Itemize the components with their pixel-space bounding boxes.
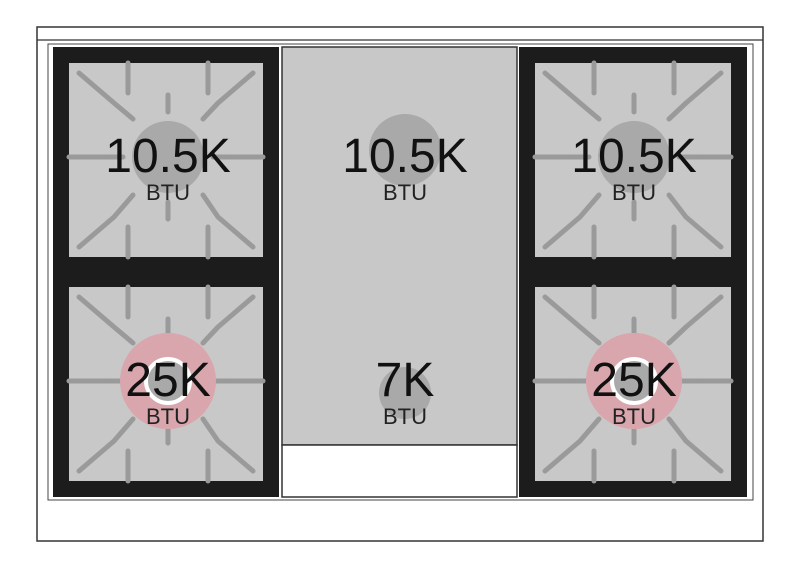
- burner-back-left-cap: [132, 121, 204, 193]
- burner-front-right-cap: [610, 357, 658, 405]
- grate-front-right-arm-bl: [542, 416, 602, 474]
- center-front-panel: [281, 444, 518, 498]
- grate-front-right-arm-br: [666, 416, 724, 474]
- burner-back-right-unit: BTU: [612, 180, 656, 205]
- burner-back-center-mark: [369, 114, 441, 186]
- burner-front-left-unit: BTU: [146, 404, 190, 429]
- grate-back-left-bars-bottom: [125, 224, 211, 260]
- burner-back-left-mark: [132, 121, 204, 193]
- grate-front-left-bars-bottom: [125, 448, 211, 484]
- burner-back-right-mark: [598, 121, 670, 193]
- grate-front-right-bars-top: [591, 284, 677, 320]
- grate-back-left-arm-tl: [76, 70, 136, 122]
- burner-back-left: 10.5K BTU: [105, 121, 231, 205]
- grate-front-left-arm-tr: [200, 294, 256, 346]
- grate-front-left-spokes: [103, 316, 233, 446]
- burner-front-left-cap: [144, 357, 192, 405]
- grate-front-right-bars-bottom: [591, 448, 677, 484]
- burner-front-center-unit: BTU: [383, 404, 427, 429]
- burner-back-center: 10.5K BTU: [342, 114, 468, 205]
- grate-front-left-arm-bl: [76, 416, 136, 474]
- burner-front-center-value: 7K: [376, 354, 435, 407]
- grate-front-left-bars-top: [125, 284, 211, 320]
- grate-back-left-spokes: [103, 92, 233, 222]
- grate-back-right-bars-bottom: [591, 224, 677, 260]
- grate-front-left-arm-tl: [76, 294, 136, 346]
- grate-back-right-bars-top: [591, 60, 677, 96]
- burner-back-right-cap: [598, 121, 670, 193]
- burner-back-left-unit: BTU: [146, 180, 190, 205]
- grate-front-right-arm-tl: [542, 294, 602, 346]
- burner-back-right-value: 10.5K: [571, 130, 696, 183]
- burner-back-left-value: 10.5K: [105, 130, 230, 183]
- grate-front-left-arm-br: [200, 416, 256, 474]
- burner-front-left-value: 25K: [125, 354, 210, 407]
- grate-back-right-arm-br: [666, 192, 724, 250]
- burner-front-center-cap: [379, 367, 431, 419]
- grate-front-right-spokes: [569, 316, 699, 446]
- burner-front-right-value: 25K: [591, 354, 676, 407]
- grate-back-left-bars-top: [125, 60, 211, 96]
- grate-back-right-spokes: [569, 92, 699, 222]
- burner-front-right-mark: [586, 333, 682, 429]
- cooktop-surface-border: [47, 43, 754, 501]
- burner-front-center: 7K BTU: [376, 354, 435, 429]
- burner-front-right-unit: BTU: [612, 404, 656, 429]
- burner-back-center-cap: [369, 114, 441, 186]
- burner-back-right: 10.5K BTU: [571, 121, 697, 205]
- burner-front-left: 25K BTU: [120, 333, 216, 429]
- grate-back-left-arm-tr: [200, 70, 256, 122]
- grate-back-right-arm-bl: [542, 192, 602, 250]
- grate-front-right-arm-tr: [666, 294, 724, 346]
- burner-front-center-mark: [379, 367, 431, 419]
- burner-front-left-mark: [120, 333, 216, 429]
- burner-back-center-value: 10.5K: [342, 130, 467, 183]
- burner-front-right: 25K BTU: [586, 333, 682, 429]
- grate-back-right-arm-tl: [542, 70, 602, 122]
- grate-back-left-arm-bl: [76, 192, 136, 250]
- grate-front-left: [53, 271, 279, 497]
- grate-back-left-arm-br: [200, 192, 256, 250]
- grate-back-right-arm-tr: [666, 70, 724, 122]
- burner-back-center-unit: BTU: [383, 180, 427, 205]
